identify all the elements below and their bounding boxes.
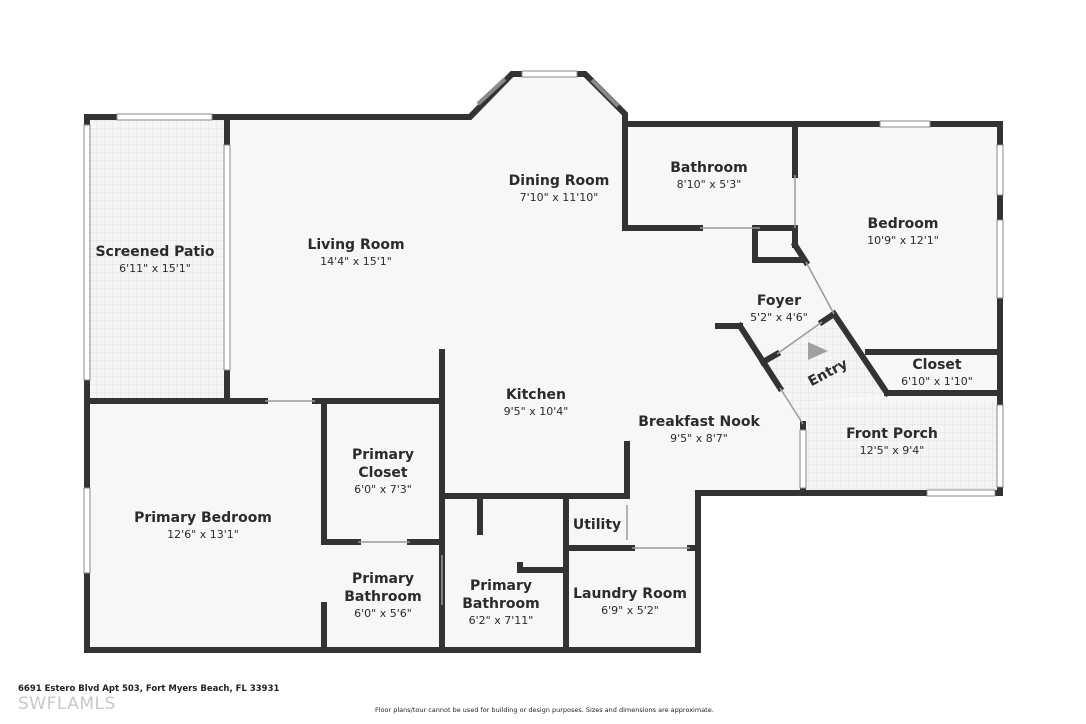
primary-closet-name-line1: Primary: [352, 447, 414, 463]
dining-room-name: Dining Room: [509, 173, 610, 189]
kitchen-dims: 9'5" x 10'4": [504, 405, 569, 418]
window: [996, 219, 1004, 299]
window: [799, 429, 807, 489]
front-porch-name: Front Porch: [846, 426, 938, 442]
bathroom-name: Bathroom: [670, 160, 748, 176]
screened-patio-name: Screened Patio: [95, 244, 214, 260]
closet-dims: 6'10" x 1'10": [901, 375, 973, 388]
window: [83, 487, 91, 574]
window: [223, 144, 231, 371]
foyer-dims: 5'2" x 4'6": [750, 311, 808, 324]
window: [879, 120, 931, 128]
primary-bathroom-1-dims: 6'0" x 5'6": [354, 607, 412, 620]
windows: [83, 70, 1004, 574]
living-room-dims: 14'4" x 15'1": [320, 255, 392, 268]
primary-bathroom-1-name-line1: Primary: [352, 571, 414, 587]
window: [996, 144, 1004, 196]
bedroom-name: Bedroom: [868, 216, 939, 232]
front-porch-tile: [803, 402, 1000, 493]
window: [926, 489, 996, 497]
screened-patio-dims: 6'11" x 15'1": [119, 262, 191, 275]
kitchen-name: Kitchen: [506, 387, 566, 403]
window: [521, 70, 578, 78]
closet-name: Closet: [912, 357, 962, 373]
mls-watermark: SWFLAMLS: [18, 694, 116, 714]
breakfast-nook-dims: 9'5" x 8'7": [670, 432, 728, 445]
window: [590, 78, 620, 108]
entry-tile: [763, 318, 885, 426]
doors: [265, 175, 835, 605]
living-room-name: Living Room: [307, 237, 404, 253]
window: [476, 77, 507, 106]
bedroom-dims: 10'9" x 12'1": [867, 234, 939, 247]
screened-patio-tile: [87, 117, 227, 401]
primary-closet-dims: 6'0" x 7'3": [354, 483, 412, 496]
breakfast-nook-name: Breakfast Nook: [638, 414, 760, 430]
window: [116, 113, 213, 121]
laundry-room-dims: 6'9" x 5'2": [601, 604, 659, 617]
window: [996, 404, 1004, 488]
room-labels: Screened Patio 6'11" x 15'1" Living Room 14…: [95, 160, 972, 627]
window: [83, 124, 91, 381]
utility-name: Utility: [573, 517, 621, 533]
address-text: 6691 Estero Blvd Apt 503, Fort Myers Bea…: [18, 684, 280, 694]
disclaimer-text: Floor plans/tour cannot be used for buil…: [375, 706, 714, 714]
primary-bathroom-2-dims: 6'2" x 7'11": [469, 614, 534, 627]
primary-bedroom-dims: 12'6" x 13'1": [167, 528, 239, 541]
primary-bathroom-1-name-line2: Bathroom: [344, 589, 422, 605]
primary-bathroom-2-name-line1: Primary: [470, 578, 532, 594]
laundry-room-name: Laundry Room: [573, 586, 687, 602]
primary-bathroom-2-name-line2: Bathroom: [462, 596, 540, 612]
floor-fill: [87, 74, 1000, 650]
primary-closet-name-line2: Closet: [358, 465, 408, 481]
entry-arrow-icon: [808, 342, 828, 360]
bathroom-dims: 8'10" x 5'3": [677, 178, 742, 191]
front-porch-dims: 12'5" x 9'4": [860, 444, 925, 457]
primary-bedroom-name: Primary Bedroom: [134, 510, 272, 526]
dining-room-dims: 7'10" x 11'10": [520, 191, 599, 204]
foyer-name: Foyer: [757, 293, 801, 309]
